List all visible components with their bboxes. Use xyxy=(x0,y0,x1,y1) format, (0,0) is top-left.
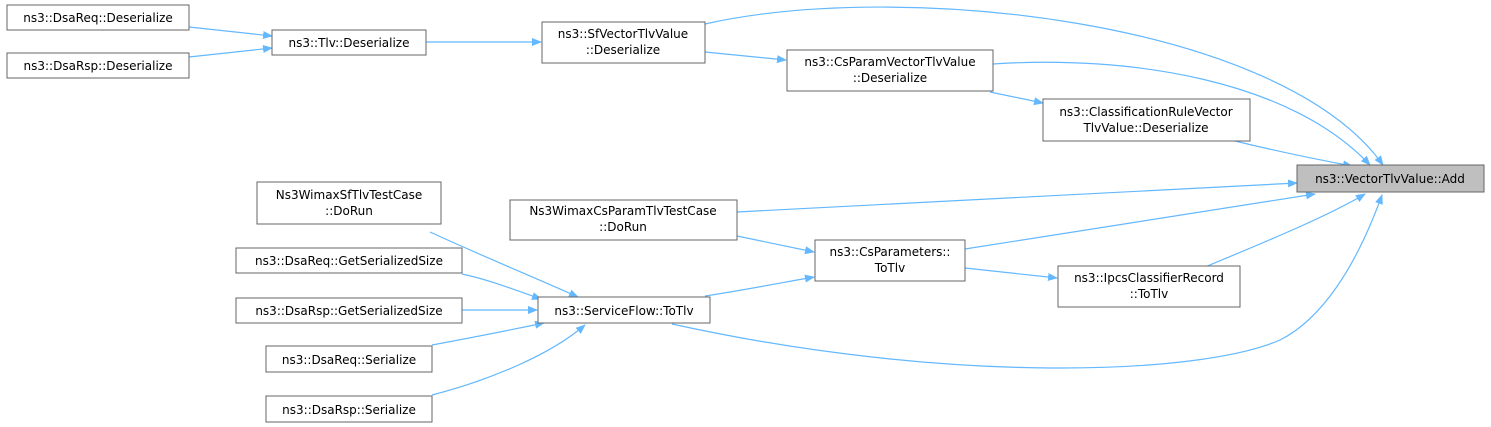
node-label: ::ToTlv xyxy=(1130,287,1168,301)
node-serviceflow-totlv[interactable]: ns3::ServiceFlow::ToTlv xyxy=(537,296,711,324)
node-label: TlvValue::Deserialize xyxy=(1082,121,1208,135)
node-tlv-deserialize[interactable]: ns3::Tlv::Deserialize xyxy=(271,29,427,56)
edge-csparameters-to-ipcs xyxy=(964,267,1058,282)
edge-dsarspserialize-to-serviceflow xyxy=(431,324,586,396)
node-label: ::DoRun xyxy=(599,220,647,234)
edge-wimaxsftlv-to-serviceflow xyxy=(429,231,579,298)
edge-sfvector-to-csparamvector xyxy=(704,51,787,64)
edge-csparameters-to-add xyxy=(964,191,1316,250)
node-label: ns3::CsParameters:: xyxy=(830,245,951,259)
node-label: ns3::DsaRsp::Deserialize xyxy=(24,59,173,73)
node-label: Ns3WimaxSfTlvTestCase xyxy=(276,188,423,202)
edge-dsareqsize-to-serviceflow xyxy=(461,273,542,300)
node-label: ns3::DsaRsp::GetSerializedSize xyxy=(255,304,442,318)
node-ns3wimaxcsparamtlvtestcase-dorun[interactable]: Ns3WimaxCsParamTlvTestCase ::DoRun xyxy=(509,199,738,241)
edge-dsareqserialize-to-serviceflow xyxy=(431,320,545,346)
node-label: ns3::DsaReq::GetSerializedSize xyxy=(255,254,443,268)
edge-sfvector-to-add xyxy=(704,6,1384,166)
node-label: ns3::ServiceFlow::ToTlv xyxy=(554,304,693,318)
node-csparameters-totlv[interactable]: ns3::CsParameters:: ToTlv xyxy=(814,239,966,282)
edge-serviceflow-to-add xyxy=(671,194,1383,369)
node-label: ns3::VectorTlvValue::Add xyxy=(1315,172,1465,186)
node-label: ::Deserialize xyxy=(853,71,927,85)
edge-wimaxcsparam-to-add xyxy=(736,179,1298,213)
node-label: ::Deserialize xyxy=(586,43,660,57)
edges xyxy=(188,6,1384,396)
node-label: ns3::ClassificationRuleVector xyxy=(1059,105,1232,119)
nodes: ns3::VectorTlvValue::Add ns3::SfVectorTl… xyxy=(6,4,1485,423)
node-vectortlvvalue-add[interactable]: ns3::VectorTlvValue::Add xyxy=(1296,164,1485,193)
node-label: ns3::Tlv::Deserialize xyxy=(288,36,409,50)
edge-csparamvector-to-add xyxy=(992,61,1371,166)
node-label: Ns3WimaxCsParamTlvTestCase xyxy=(529,204,716,218)
node-label: ns3::CsParamVectorTlvValue xyxy=(804,55,975,69)
edge-dsarspdeser-to-tlv xyxy=(188,44,273,58)
edge-serviceflow-to-csparameters xyxy=(704,274,815,297)
node-dsarsp-getserializedsize[interactable]: ns3::DsaRsp::GetSerializedSize xyxy=(235,297,463,324)
node-label: ::DoRun xyxy=(325,204,373,218)
node-dsareq-deserialize[interactable]: ns3::DsaReq::Deserialize xyxy=(6,4,190,31)
node-ns3wimaxsftlvtestcase-dorun[interactable]: Ns3WimaxSfTlvTestCase ::DoRun xyxy=(256,181,442,225)
edge-ipcs-to-add xyxy=(1204,193,1366,268)
edge-classification-to-add xyxy=(1234,140,1353,169)
edge-dsareqdeser-to-tlv xyxy=(188,26,273,40)
node-label: ns3::IpcsClassifierRecord xyxy=(1074,271,1224,285)
node-classificationrulevector-deserialize[interactable]: ns3::ClassificationRuleVector TlvValue::… xyxy=(1042,98,1251,142)
node-ipcsclassifierrecord-totlv[interactable]: ns3::IpcsClassifierRecord ::ToTlv xyxy=(1057,265,1241,308)
node-csparamvectortlvvalue-deserialize[interactable]: ns3::CsParamVectorTlvValue ::Deserialize xyxy=(786,49,994,92)
node-label: ToTlv xyxy=(874,261,905,275)
node-label: ns3::DsaRsp::Serialize xyxy=(282,403,416,417)
node-dsareq-getserializedsize[interactable]: ns3::DsaReq::GetSerializedSize xyxy=(235,247,463,274)
node-dsarsp-deserialize[interactable]: ns3::DsaRsp::Deserialize xyxy=(6,52,190,79)
edge-wimaxcsparam-to-csparameters xyxy=(736,235,815,255)
edge-csparamvector-to-classification xyxy=(989,91,1044,106)
node-label: ns3::SfVectorTlvValue xyxy=(558,27,688,41)
node-label: ns3::DsaReq::Serialize xyxy=(282,353,416,367)
node-sfvectortlvvalue-deserialize[interactable]: ns3::SfVectorTlvValue ::Deserialize xyxy=(541,21,706,64)
node-label: ns3::DsaReq::Deserialize xyxy=(23,11,173,25)
node-dsareq-serialize[interactable]: ns3::DsaReq::Serialize xyxy=(265,345,433,373)
node-dsarsp-serialize[interactable]: ns3::DsaRsp::Serialize xyxy=(265,395,433,423)
